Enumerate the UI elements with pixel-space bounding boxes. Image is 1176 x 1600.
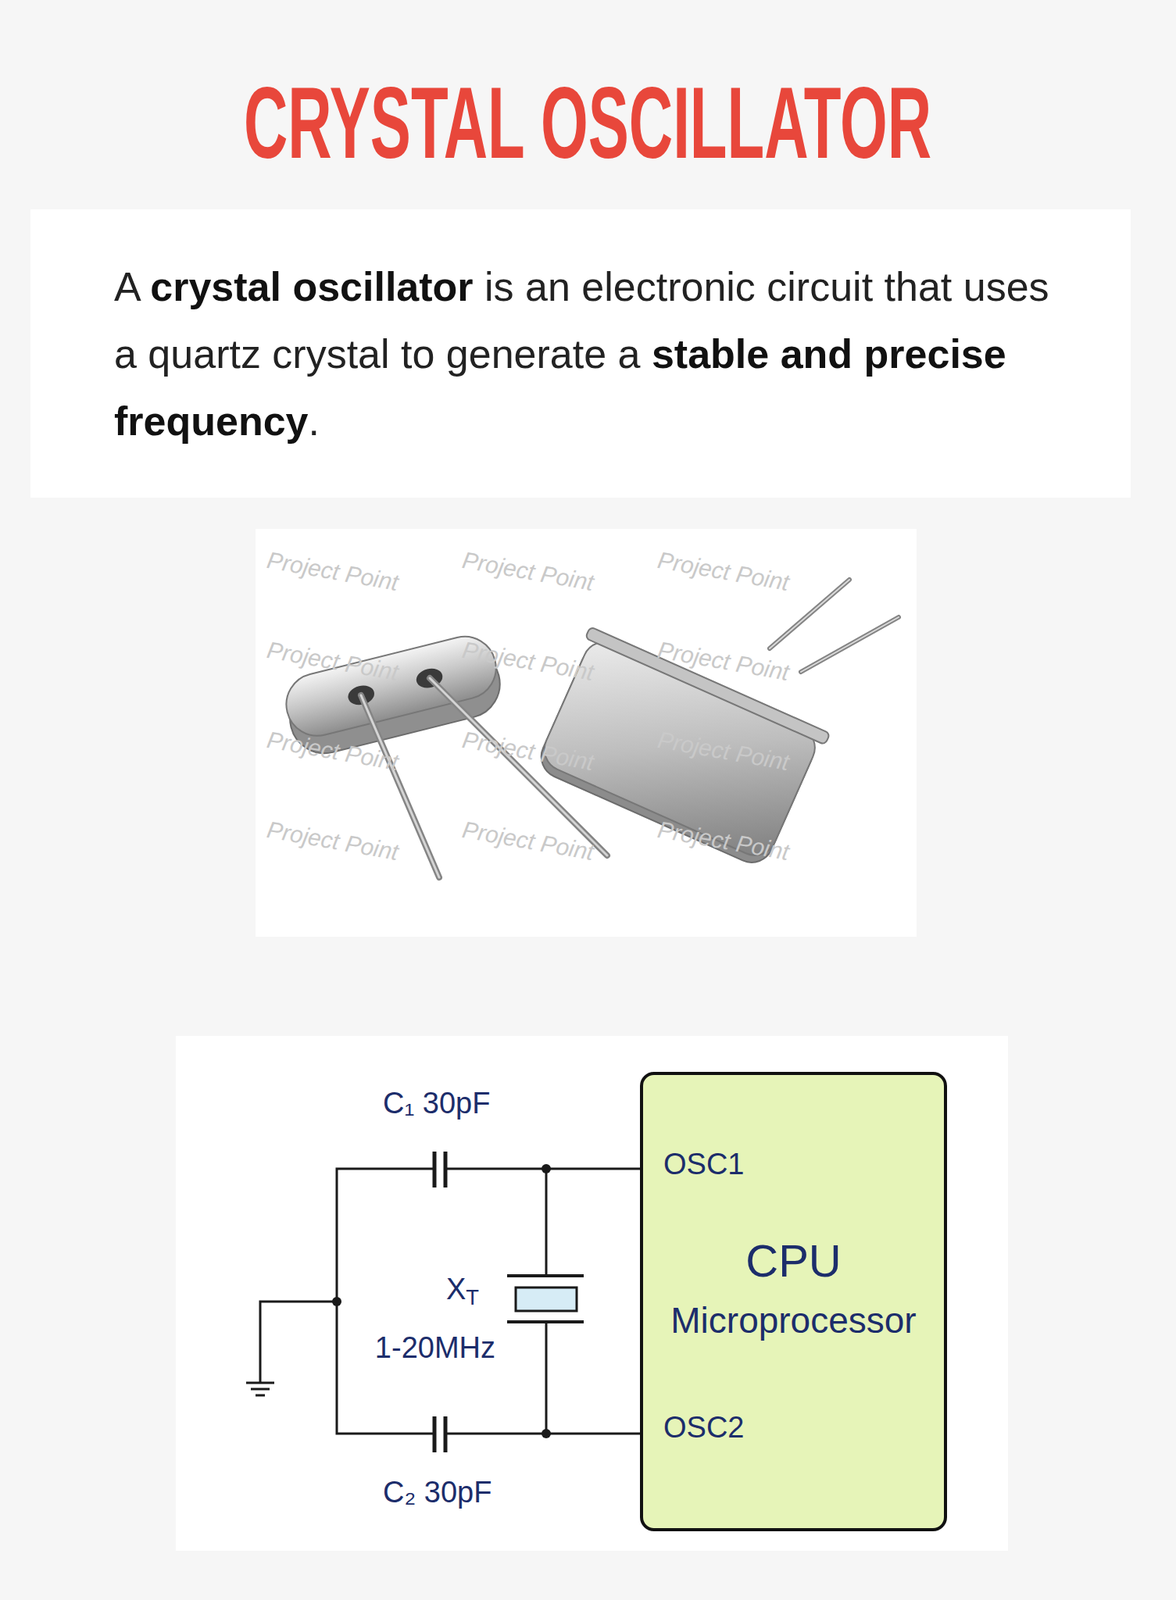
component-label: XT: [446, 1273, 479, 1310]
capacitor-symbol: [434, 1151, 446, 1188]
description-panel: A crystal oscillator is an electronic ci…: [30, 209, 1131, 498]
pin-name: OSC1: [663, 1148, 744, 1182]
cpu-box: CPU Microprocessor: [639, 1072, 948, 1532]
description-text: A crystal oscillator is an electronic ci…: [114, 253, 1060, 455]
capacitor-symbol: [434, 1416, 446, 1453]
frequency-label: 1-20MHz: [375, 1332, 496, 1366]
ground-symbol: [246, 1383, 275, 1396]
cpu-subtitle: Microprocessor: [670, 1300, 916, 1342]
junction-dot: [332, 1164, 551, 1439]
title-heading: CRYSTAL OSCILLATOR: [243, 67, 932, 179]
crystal-leads: [769, 579, 899, 672]
crystal-symbol: [507, 1276, 584, 1323]
pin-name: OSC2: [663, 1411, 744, 1445]
component-label: C₁ 30pF: [382, 1087, 490, 1121]
photo-ground: [255, 529, 917, 937]
component-label: C₂ 30pF: [382, 1476, 492, 1510]
circuit-ground: [175, 1036, 1008, 1552]
cpu-title: CPU: [745, 1235, 841, 1288]
wires: [260, 1168, 643, 1434]
